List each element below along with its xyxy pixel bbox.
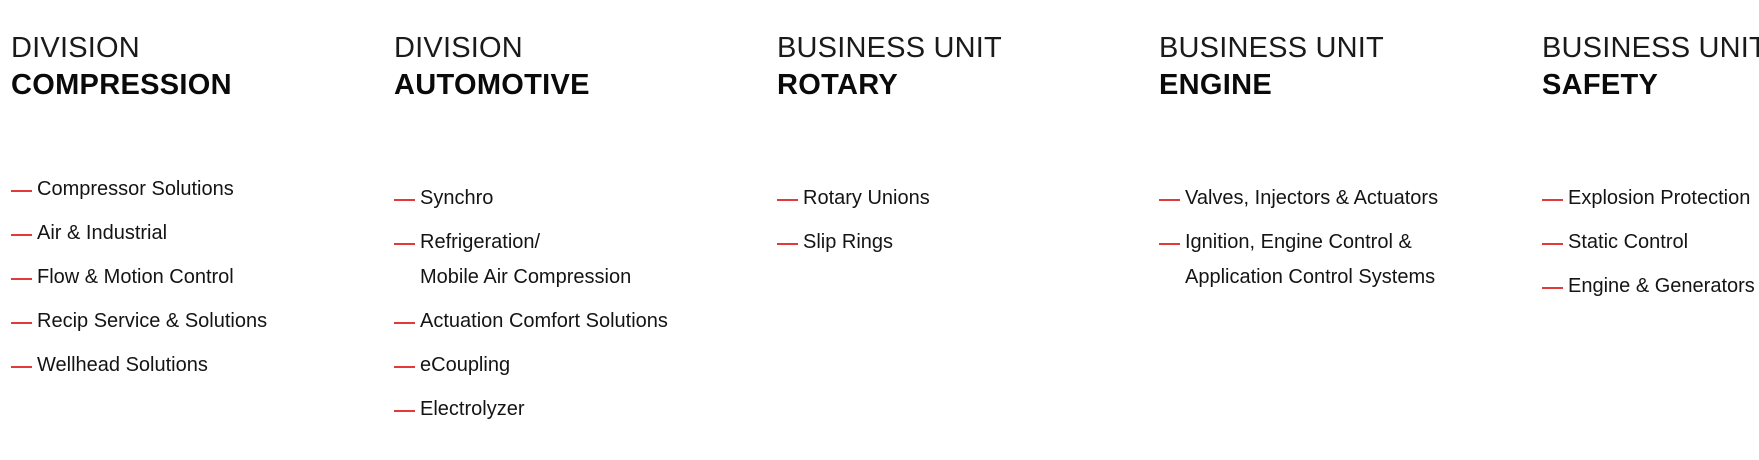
org-columns: DIVISION COMPRESSION Compressor Solution… <box>11 30 1759 450</box>
product-list: Synchro Refrigeration/Mobile Air Compres… <box>394 181 668 436</box>
dash-bullet-icon <box>394 410 415 412</box>
list-item-label: Refrigeration/Mobile Air Compression <box>420 231 632 288</box>
list-item: Recip Service & Solutions <box>11 304 267 339</box>
unit-name-heading: COMPRESSION <box>11 69 232 101</box>
list-item-label: Valves, Injectors & Actuators <box>1185 187 1439 209</box>
list-item: Wellhead Solutions <box>11 348 267 383</box>
list-item: Valves, Injectors & Actuators <box>1159 181 1438 216</box>
dash-bullet-icon <box>394 322 415 324</box>
list-item: Actuation Comfort Solutions <box>394 304 668 339</box>
list-item-label: Explosion Protection <box>1568 187 1751 209</box>
dash-bullet-icon <box>394 366 415 368</box>
unit-name-heading: ROTARY <box>777 69 899 101</box>
dash-bullet-icon <box>1542 199 1563 201</box>
unit-kind-label: BUSINESS UNIT <box>777 32 1002 64</box>
list-item: Flow & Motion Control <box>11 260 267 295</box>
list-item: Compressor Solutions <box>11 172 267 207</box>
unit-column-rotary: BUSINESS UNIT ROTARY Rotary Unions Slip … <box>777 30 1147 253</box>
list-item-label: Flow & Motion Control <box>37 266 234 288</box>
list-item: Engine & Generators <box>1542 269 1755 304</box>
list-item: Refrigeration/Mobile Air Compression <box>394 225 668 295</box>
list-item-label: Rotary Unions <box>803 187 930 209</box>
unit-kind-label: DIVISION <box>11 32 140 64</box>
list-item: Explosion Protection <box>1542 181 1755 216</box>
list-item: Static Control <box>1542 225 1755 260</box>
dash-bullet-icon <box>11 278 32 280</box>
list-item: Electrolyzer <box>394 392 668 427</box>
unit-kind-label: BUSINESS UNIT <box>1542 32 1759 64</box>
unit-column-safety: BUSINESS UNIT SAFETY Explosion Protectio… <box>1542 30 1759 297</box>
dash-bullet-icon <box>11 366 32 368</box>
dash-bullet-icon <box>777 199 798 201</box>
list-item-label: Air & Industrial <box>37 222 168 244</box>
dash-bullet-icon <box>11 322 32 324</box>
list-item-label: Wellhead Solutions <box>37 354 208 376</box>
dash-bullet-icon <box>1542 287 1563 289</box>
list-item-label: Static Control <box>1568 231 1689 253</box>
product-list: Rotary Unions Slip Rings <box>777 181 930 269</box>
product-list: Compressor Solutions Air & Industrial Fl… <box>11 172 267 392</box>
list-item-label: Actuation Comfort Solutions <box>420 310 668 332</box>
product-list: Explosion Protection Static Control Engi… <box>1542 181 1755 313</box>
unit-kind-label: DIVISION <box>394 32 523 64</box>
unit-name-heading: ENGINE <box>1159 69 1272 101</box>
list-item: eCoupling <box>394 348 668 383</box>
list-item-label: Synchro <box>420 187 494 209</box>
dash-bullet-icon <box>1542 243 1563 245</box>
product-list: Valves, Injectors & Actuators Ignition, … <box>1159 181 1438 304</box>
list-item-label: Recip Service & Solutions <box>37 310 268 332</box>
list-item-label: Slip Rings <box>803 231 894 253</box>
list-item: Synchro <box>394 181 668 216</box>
dash-bullet-icon <box>394 243 415 245</box>
list-item-label: eCoupling <box>420 354 511 376</box>
unit-column-compression: DIVISION COMPRESSION Compressor Solution… <box>11 30 381 376</box>
dash-bullet-icon <box>11 234 32 236</box>
unit-column-automotive: DIVISION AUTOMOTIVE Synchro Refrigeratio… <box>394 30 764 420</box>
dash-bullet-icon <box>1159 243 1180 245</box>
list-item-label: Engine & Generators <box>1568 275 1755 297</box>
unit-name-heading: SAFETY <box>1542 69 1659 101</box>
unit-kind-label: BUSINESS UNIT <box>1159 32 1384 64</box>
list-item-label: Compressor Solutions <box>37 178 234 200</box>
list-item: Ignition, Engine Control &Application Co… <box>1159 225 1438 295</box>
list-item: Air & Industrial <box>11 216 267 251</box>
dash-bullet-icon <box>1159 199 1180 201</box>
unit-column-engine: BUSINESS UNIT ENGINE Valves, Injectors &… <box>1159 30 1529 288</box>
dash-bullet-icon <box>11 190 32 192</box>
list-item-label: Electrolyzer <box>420 398 525 420</box>
list-item-label: Ignition, Engine Control &Application Co… <box>1185 231 1436 288</box>
list-item: Slip Rings <box>777 225 930 260</box>
list-item: Rotary Unions <box>777 181 930 216</box>
unit-name-heading: AUTOMOTIVE <box>394 69 590 101</box>
dash-bullet-icon <box>777 243 798 245</box>
dash-bullet-icon <box>394 199 415 201</box>
